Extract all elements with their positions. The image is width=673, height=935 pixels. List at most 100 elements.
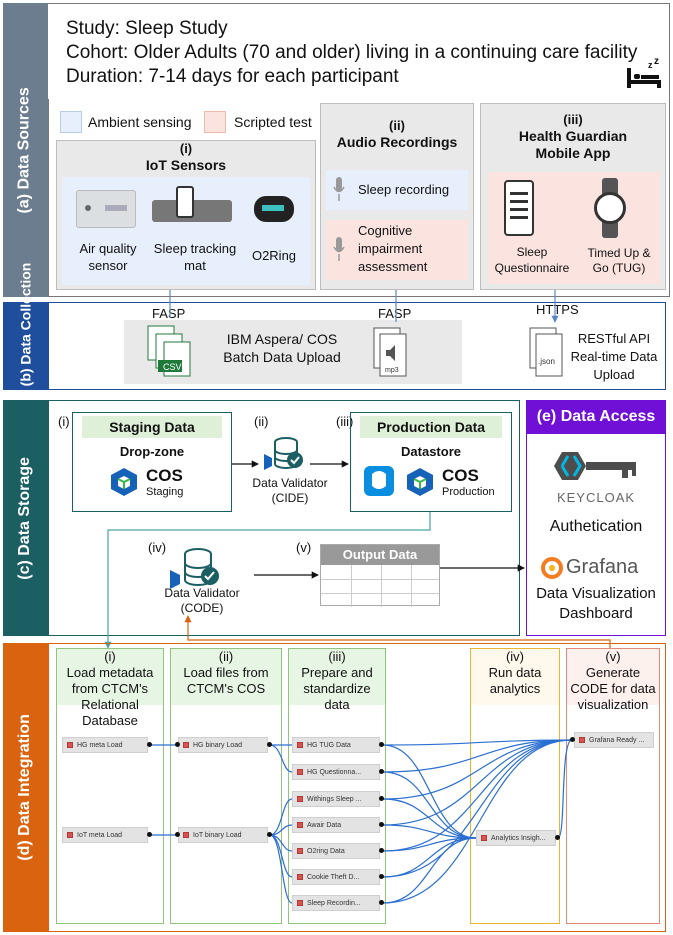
validator-db-icon — [170, 548, 219, 589]
integration-sidebar: (d) Data Integration — [3, 643, 48, 932]
port-dot — [379, 796, 384, 801]
output-data-table: Output Data — [320, 544, 440, 607]
node-sleep-recording[interactable]: Sleep Recordin... — [292, 895, 380, 911]
node-o2ring-data[interactable]: O2ring Data — [292, 843, 380, 859]
keycloak-name: KEYCLOAK — [556, 490, 636, 505]
staging-title: Staging Data — [82, 416, 222, 438]
node-iot-binary-load[interactable]: IoT binary Load — [178, 827, 268, 843]
port-dot — [147, 832, 152, 837]
svg-text:z: z — [654, 56, 659, 67]
port-dot — [267, 742, 272, 747]
node-cookie-theft[interactable]: Cookie Theft D... — [292, 869, 380, 885]
port-dot — [555, 835, 560, 840]
phone-image — [176, 186, 194, 218]
node-awair-data[interactable]: Awair Data — [292, 817, 380, 833]
column-3-box — [288, 648, 386, 924]
node-analytics-insights[interactable]: Analytics Insigh... — [476, 830, 556, 846]
o2ring-image — [254, 196, 294, 222]
production-cos-sub: Production — [442, 486, 495, 498]
node-withings-sleep[interactable]: Withings Sleep ... — [292, 791, 380, 807]
node-iot-meta-load[interactable]: IoT meta Load — [62, 827, 148, 843]
duration-text: Duration: 7-14 days for each participant — [66, 66, 399, 87]
legend-scripted-label: Scripted test — [234, 114, 312, 130]
batch-upload-label: IBM Aspera/ COS Batch Data Upload — [223, 331, 341, 365]
o2ring-label: O2Ring — [251, 248, 297, 263]
column-2-title: Load files from CTCM's COS — [183, 665, 269, 696]
tug-label: Timed Up & Go (TUG) — [587, 246, 651, 275]
port-dot — [379, 848, 384, 853]
node-hg-binary-load[interactable]: HG binary Load — [178, 737, 268, 753]
column-2-head: (ii) Load files from CTCM's COS — [171, 649, 281, 705]
microphone-icon — [333, 177, 345, 201]
column-4-head: (iv) Run data analytics — [471, 649, 559, 705]
node-hg-meta-load[interactable]: HG meta Load — [62, 737, 148, 753]
port-dot — [379, 769, 384, 774]
keycloak-key-icon — [554, 452, 636, 480]
app-index: (iii) — [563, 112, 583, 127]
validator1-name: Data Validator (CIDE) — [252, 476, 328, 505]
postgres-icon — [364, 466, 394, 496]
csv-text: CSV — [163, 362, 182, 372]
json-text: .json — [538, 357, 555, 366]
node-hg-questionnaire[interactable]: HG Questionna... — [292, 764, 380, 780]
collection-sidebar: (b) Data Collection — [3, 262, 48, 390]
staging-index: (i) — [58, 414, 70, 429]
port-dot — [379, 874, 384, 879]
questionnaire-phone-image — [504, 180, 534, 236]
port-dot — [175, 832, 180, 837]
svg-text:z: z — [648, 60, 653, 70]
column-3-head: (iii) Prepare and standardize data — [289, 649, 385, 712]
sources-sidebar: (a) Data Sources — [3, 3, 48, 297]
production-title: Production Data — [360, 416, 502, 438]
sleep-recording-label: Sleep recording — [358, 182, 450, 197]
iot-index: (i) — [179, 141, 193, 156]
access-header: (e) Data Access — [526, 400, 666, 434]
mp3-file-icon: mp3 — [373, 327, 407, 377]
sleep-mat-label: Sleep tracking mat — [153, 241, 237, 273]
port-dot — [570, 737, 575, 742]
bed-sleep-icon: z z — [627, 56, 661, 88]
production-sub: Datastore — [401, 444, 461, 459]
csv-file-icon: CSV — [147, 325, 191, 377]
auth-label: Authetication — [549, 518, 643, 535]
json-file-icon: .json — [529, 327, 563, 377]
node-grafana-ready[interactable]: Grafana Ready ... — [574, 732, 654, 748]
validator2-name: Data Validator (CODE) — [164, 586, 240, 615]
legend-scripted-swatch — [204, 111, 226, 133]
port-dot — [379, 822, 384, 827]
app-title: Health Guardian Mobile App — [518, 128, 628, 161]
column-5-head: (v) Generate CODE for data visualization — [567, 649, 659, 712]
port-dot — [267, 832, 272, 837]
grafana-icon — [541, 557, 563, 579]
staging-box — [72, 412, 232, 512]
cos-cube-icon — [407, 468, 433, 496]
column-1-head: (i) Load metadata from CTCM's Relational… — [57, 649, 163, 728]
staging-sub: Drop-zone — [119, 444, 185, 459]
staging-cos-sub: Staging — [146, 486, 184, 498]
column-3-title: Prepare and standardize data — [301, 665, 373, 712]
protocol-fasp-2: FASP — [378, 306, 412, 321]
column-4-index: (iv) — [505, 649, 525, 664]
collection-section — [48, 302, 666, 390]
storage-sidebar: (c) Data Storage — [3, 400, 48, 636]
validator2-index: (iv) — [148, 540, 167, 555]
column-5-index: (v) — [605, 649, 621, 664]
column-5-box — [566, 648, 660, 924]
output-index: (v) — [296, 540, 312, 555]
legend-ambient-label: Ambient sensing — [88, 114, 192, 130]
protocol-fasp-1: FASP — [152, 306, 186, 321]
column-1-title: Load metadata from CTCM's Relational Dat… — [66, 665, 154, 728]
sources-section — [48, 99, 670, 297]
realtime-upload-label: RESTful API Real-time Data Upload — [570, 331, 658, 382]
storage-section — [48, 400, 520, 636]
node-hg-tug-data[interactable]: HG TUG Data — [292, 737, 380, 753]
cognitive-box — [326, 220, 468, 280]
production-cos: COS — [442, 466, 479, 485]
grafana-name: Grafana — [566, 556, 639, 578]
production-index: (iii) — [336, 414, 354, 429]
port-dot — [175, 742, 180, 747]
microphone-icon — [333, 237, 345, 261]
production-box — [350, 412, 512, 512]
